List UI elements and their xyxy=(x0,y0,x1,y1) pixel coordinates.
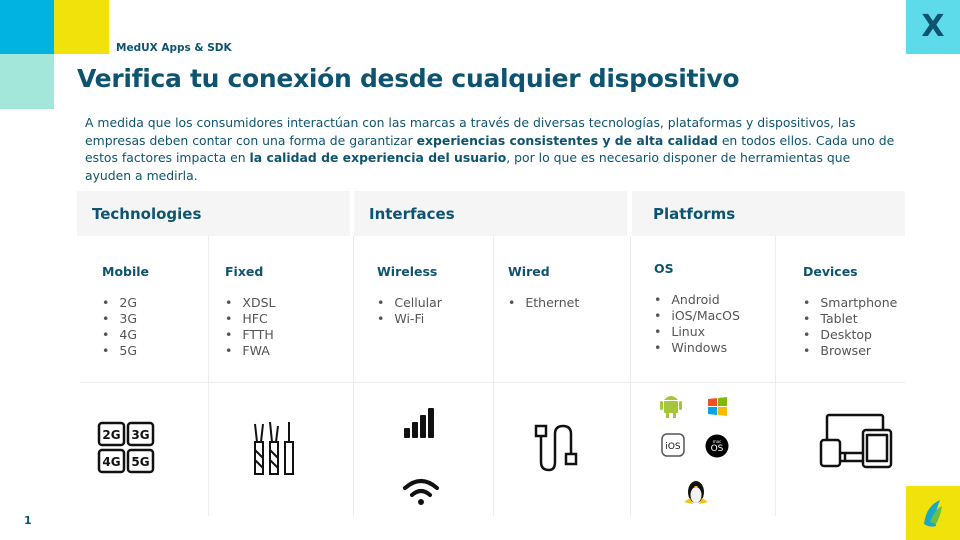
col-title-fixed: Fixed xyxy=(225,264,264,279)
windows-icon xyxy=(708,397,727,416)
divider xyxy=(775,236,776,516)
list-item: FTTH xyxy=(225,327,275,343)
intro-text: en todos ellos. Cada uno de estos factor… xyxy=(85,132,895,166)
col-title-wired: Wired xyxy=(508,264,550,279)
fiber-cable-icon xyxy=(254,421,294,475)
corner-logo xyxy=(906,486,960,540)
list-item: Cellular xyxy=(377,295,442,311)
decor-mint-square xyxy=(0,54,54,109)
header-platforms: Platforms xyxy=(632,191,905,236)
medux-logo: X xyxy=(906,0,960,54)
brand-label: MedUX Apps & SDK xyxy=(116,42,232,54)
intro-text: A medida que los consumidores interactúa… xyxy=(85,115,856,148)
leaf-logo-icon xyxy=(924,500,942,527)
cellular-signal-icon xyxy=(404,408,434,438)
list-item: 5G xyxy=(102,343,137,359)
android-icon xyxy=(660,396,682,418)
divider xyxy=(353,236,354,516)
list-item: 2G xyxy=(102,295,137,311)
ios-icon: iOS xyxy=(661,433,685,457)
list-wired: Ethernet xyxy=(508,295,579,311)
icon-label: OS xyxy=(711,444,724,454)
list-item: Desktop xyxy=(803,327,897,343)
list-item: FWA xyxy=(225,343,275,359)
list-item: XDSL xyxy=(225,295,275,311)
icon-label: 4G xyxy=(102,455,120,469)
list-os: AndroidiOS/MacOSLinuxWindows xyxy=(654,292,740,356)
icon-label: 2G xyxy=(102,428,120,442)
devices-icon xyxy=(819,413,893,469)
col-title-devices: Devices xyxy=(803,264,858,279)
wifi-icon xyxy=(403,479,439,505)
page-title: Verifica tu conexión desde cualquier dis… xyxy=(77,64,740,93)
divider xyxy=(493,236,494,516)
decor-cyan-square xyxy=(0,0,54,54)
header-interfaces: Interfaces xyxy=(354,191,627,236)
list-item: Windows xyxy=(654,340,740,356)
linux-icon xyxy=(684,481,708,504)
list-fixed: XDSLHFCFTTHFWA xyxy=(225,295,275,359)
col-title-mobile: Mobile xyxy=(102,264,150,279)
divider xyxy=(630,236,631,516)
list-item: HFC xyxy=(225,311,275,327)
list-item: Linux xyxy=(654,324,740,340)
ethernet-cable-icon xyxy=(534,424,578,472)
col-title-wireless: Wireless xyxy=(377,264,438,279)
list-item: Android xyxy=(654,292,740,308)
intro-paragraph: A medida que los consumidores interactúa… xyxy=(85,114,895,184)
row-divider xyxy=(80,382,905,383)
list-item: Tablet xyxy=(803,311,897,327)
list-item: Smartphone xyxy=(803,295,897,311)
decor-yellow-square xyxy=(54,0,109,54)
intro-text: , por lo que es necesario disponer de he… xyxy=(85,150,851,183)
divider xyxy=(208,236,209,516)
icon-label: mac xyxy=(713,439,722,444)
page-number: 1 xyxy=(24,514,32,527)
list-item: Wi-Fi xyxy=(377,311,442,327)
header-technologies: Technologies xyxy=(77,191,350,236)
icon-label: 3G xyxy=(131,428,149,442)
col-title-os: OS xyxy=(654,261,674,276)
mobile-generations-icon: 2G 3G 4G 5G xyxy=(97,421,155,474)
list-item: 4G xyxy=(102,327,137,343)
list-devices: SmartphoneTabletDesktopBrowser xyxy=(803,295,897,359)
icon-label: 5G xyxy=(131,455,149,469)
list-item: iOS/MacOS xyxy=(654,308,740,324)
list-item: Browser xyxy=(803,343,897,359)
list-item: 3G xyxy=(102,311,137,327)
icon-label: iOS xyxy=(665,442,681,452)
list-wireless: CellularWi-Fi xyxy=(377,295,442,327)
list-item: Ethernet xyxy=(508,295,579,311)
intro-bold: experiencias consistentes y de alta cali… xyxy=(416,132,718,148)
intro-bold: la calidad de experiencia del usuario xyxy=(249,150,507,165)
